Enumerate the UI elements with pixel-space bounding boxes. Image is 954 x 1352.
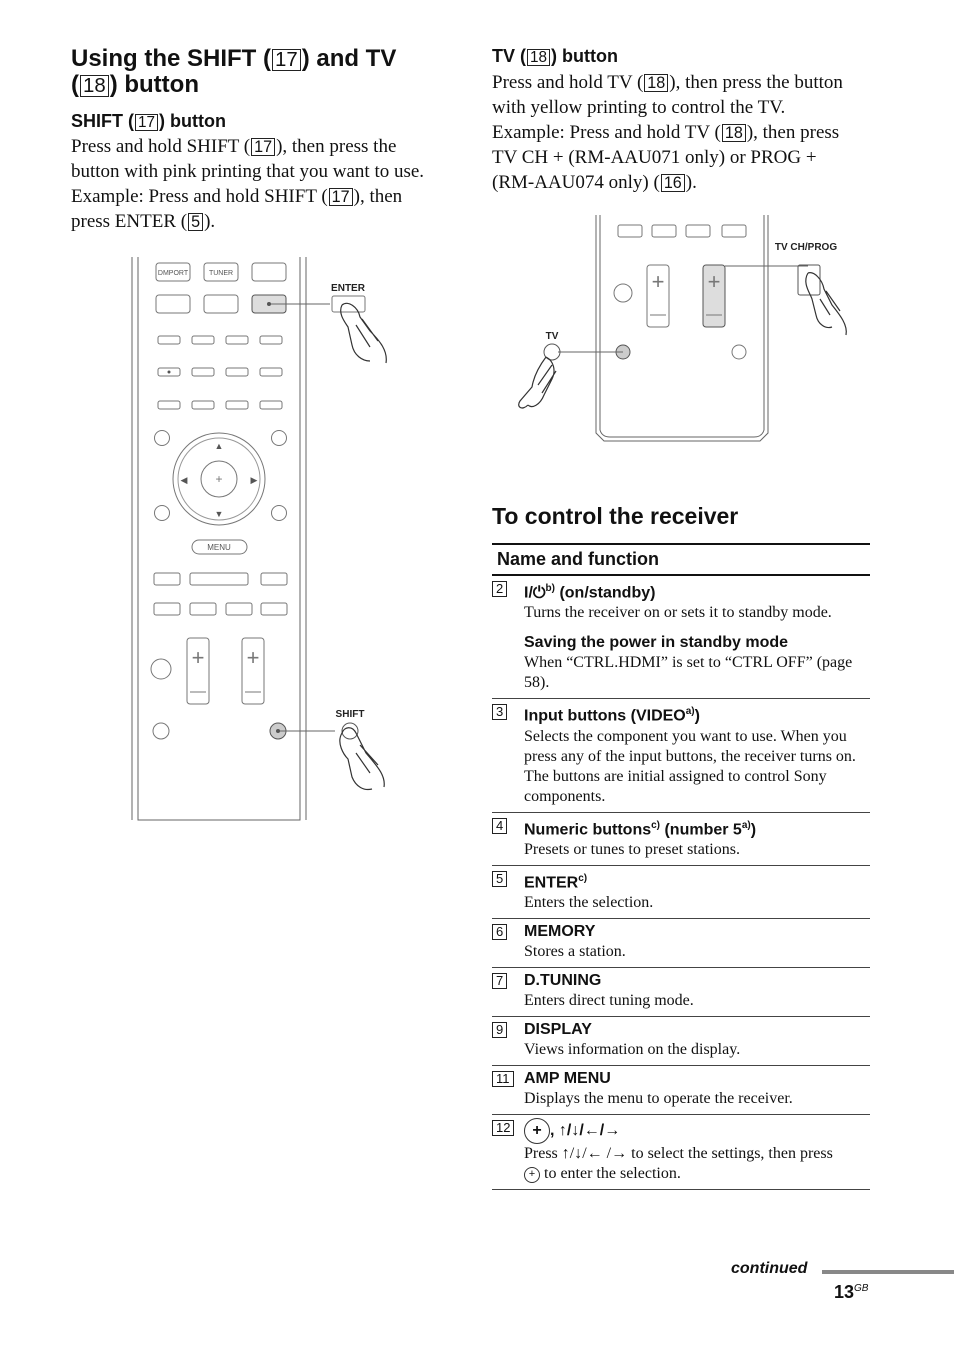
dmport-button <box>155 262 191 282</box>
table-header: Name and function <box>492 543 870 576</box>
power-icon: ⏻ <box>532 584 546 602</box>
svg-text:+: + <box>192 645 205 670</box>
svg-text:+: + <box>708 269 721 294</box>
section-title: To control the receiver <box>492 503 739 529</box>
table-row: 3 Input buttons (VIDEOa)) Selects the co… <box>492 699 870 813</box>
tv-paragraph: Press and hold TV (18), then press the b… <box>492 72 843 193</box>
svg-text:TUNER: TUNER <box>209 270 233 277</box>
continued-label: continued <box>731 1260 808 1277</box>
function-table: Name and function 2 I/⏻b) (on/standby) T… <box>492 543 870 1191</box>
svg-text:ENTER: ENTER <box>331 283 366 294</box>
continued-bar <box>822 1270 954 1274</box>
page-number: 13GB <box>834 1282 869 1302</box>
table-row: 12 +, ↑/↓/←/→ Press ↑/↓/← /→ to select t… <box>492 1115 870 1191</box>
enter-circle-icon: + <box>524 1118 550 1145</box>
svg-text:MENU: MENU <box>207 543 231 552</box>
svg-text:+: + <box>247 645 260 670</box>
svg-text:DMPORT: DMPORT <box>158 270 189 277</box>
table-row: 11 AMP MENU Displays the menu to operate… <box>492 1066 870 1116</box>
svg-text:▼: ▼ <box>215 509 224 519</box>
arrow-icons: ↑/↓/←/→ <box>558 1122 621 1140</box>
table-row: 4 Numeric buttonsc) (number 5a)) Presets… <box>492 813 870 866</box>
remote-shift-illustration: DMPORT TUNER ENTER + ▲ ▼ ◀ ▶ MENU + + S <box>131 257 387 821</box>
shift-paragraph: Press and hold SHIFT (17), then press th… <box>71 136 425 232</box>
tuner-button <box>203 262 239 282</box>
svg-text:▶: ▶ <box>251 475 258 485</box>
svg-text:SHIFT: SHIFT <box>336 709 365 720</box>
left-section-title: Using the SHIFT (17) and TV (18) button <box>71 45 397 98</box>
shift-heading: SHIFT (17) button <box>71 111 226 132</box>
tv-heading: TV (18) button <box>492 46 618 67</box>
arrow-icons: ↑/↓/← /→ <box>561 1145 628 1163</box>
svg-text:▲: ▲ <box>215 441 224 451</box>
table-row: 6 MEMORY Stores a station. <box>492 919 870 969</box>
enter-circle-icon: + <box>524 1166 540 1183</box>
svg-text:+: + <box>215 472 222 486</box>
table-row: 2 I/⏻b) (on/standby) Turns the receiver … <box>492 576 870 700</box>
svg-text:TV: TV <box>546 331 559 342</box>
table-row: 9 DISPLAY Views information on the displ… <box>492 1017 870 1067</box>
svg-text:◀: ◀ <box>181 475 188 485</box>
table-row: 7 D.TUNING Enters direct tuning mode. <box>492 968 870 1018</box>
table-row: 5 ENTERc) Enters the selection. <box>492 866 870 920</box>
remote-tv-illustration: + + TV CH/PROG TV <box>518 215 847 442</box>
svg-text:+: + <box>652 269 665 294</box>
svg-text:TV CH/PROG: TV CH/PROG <box>775 242 837 253</box>
